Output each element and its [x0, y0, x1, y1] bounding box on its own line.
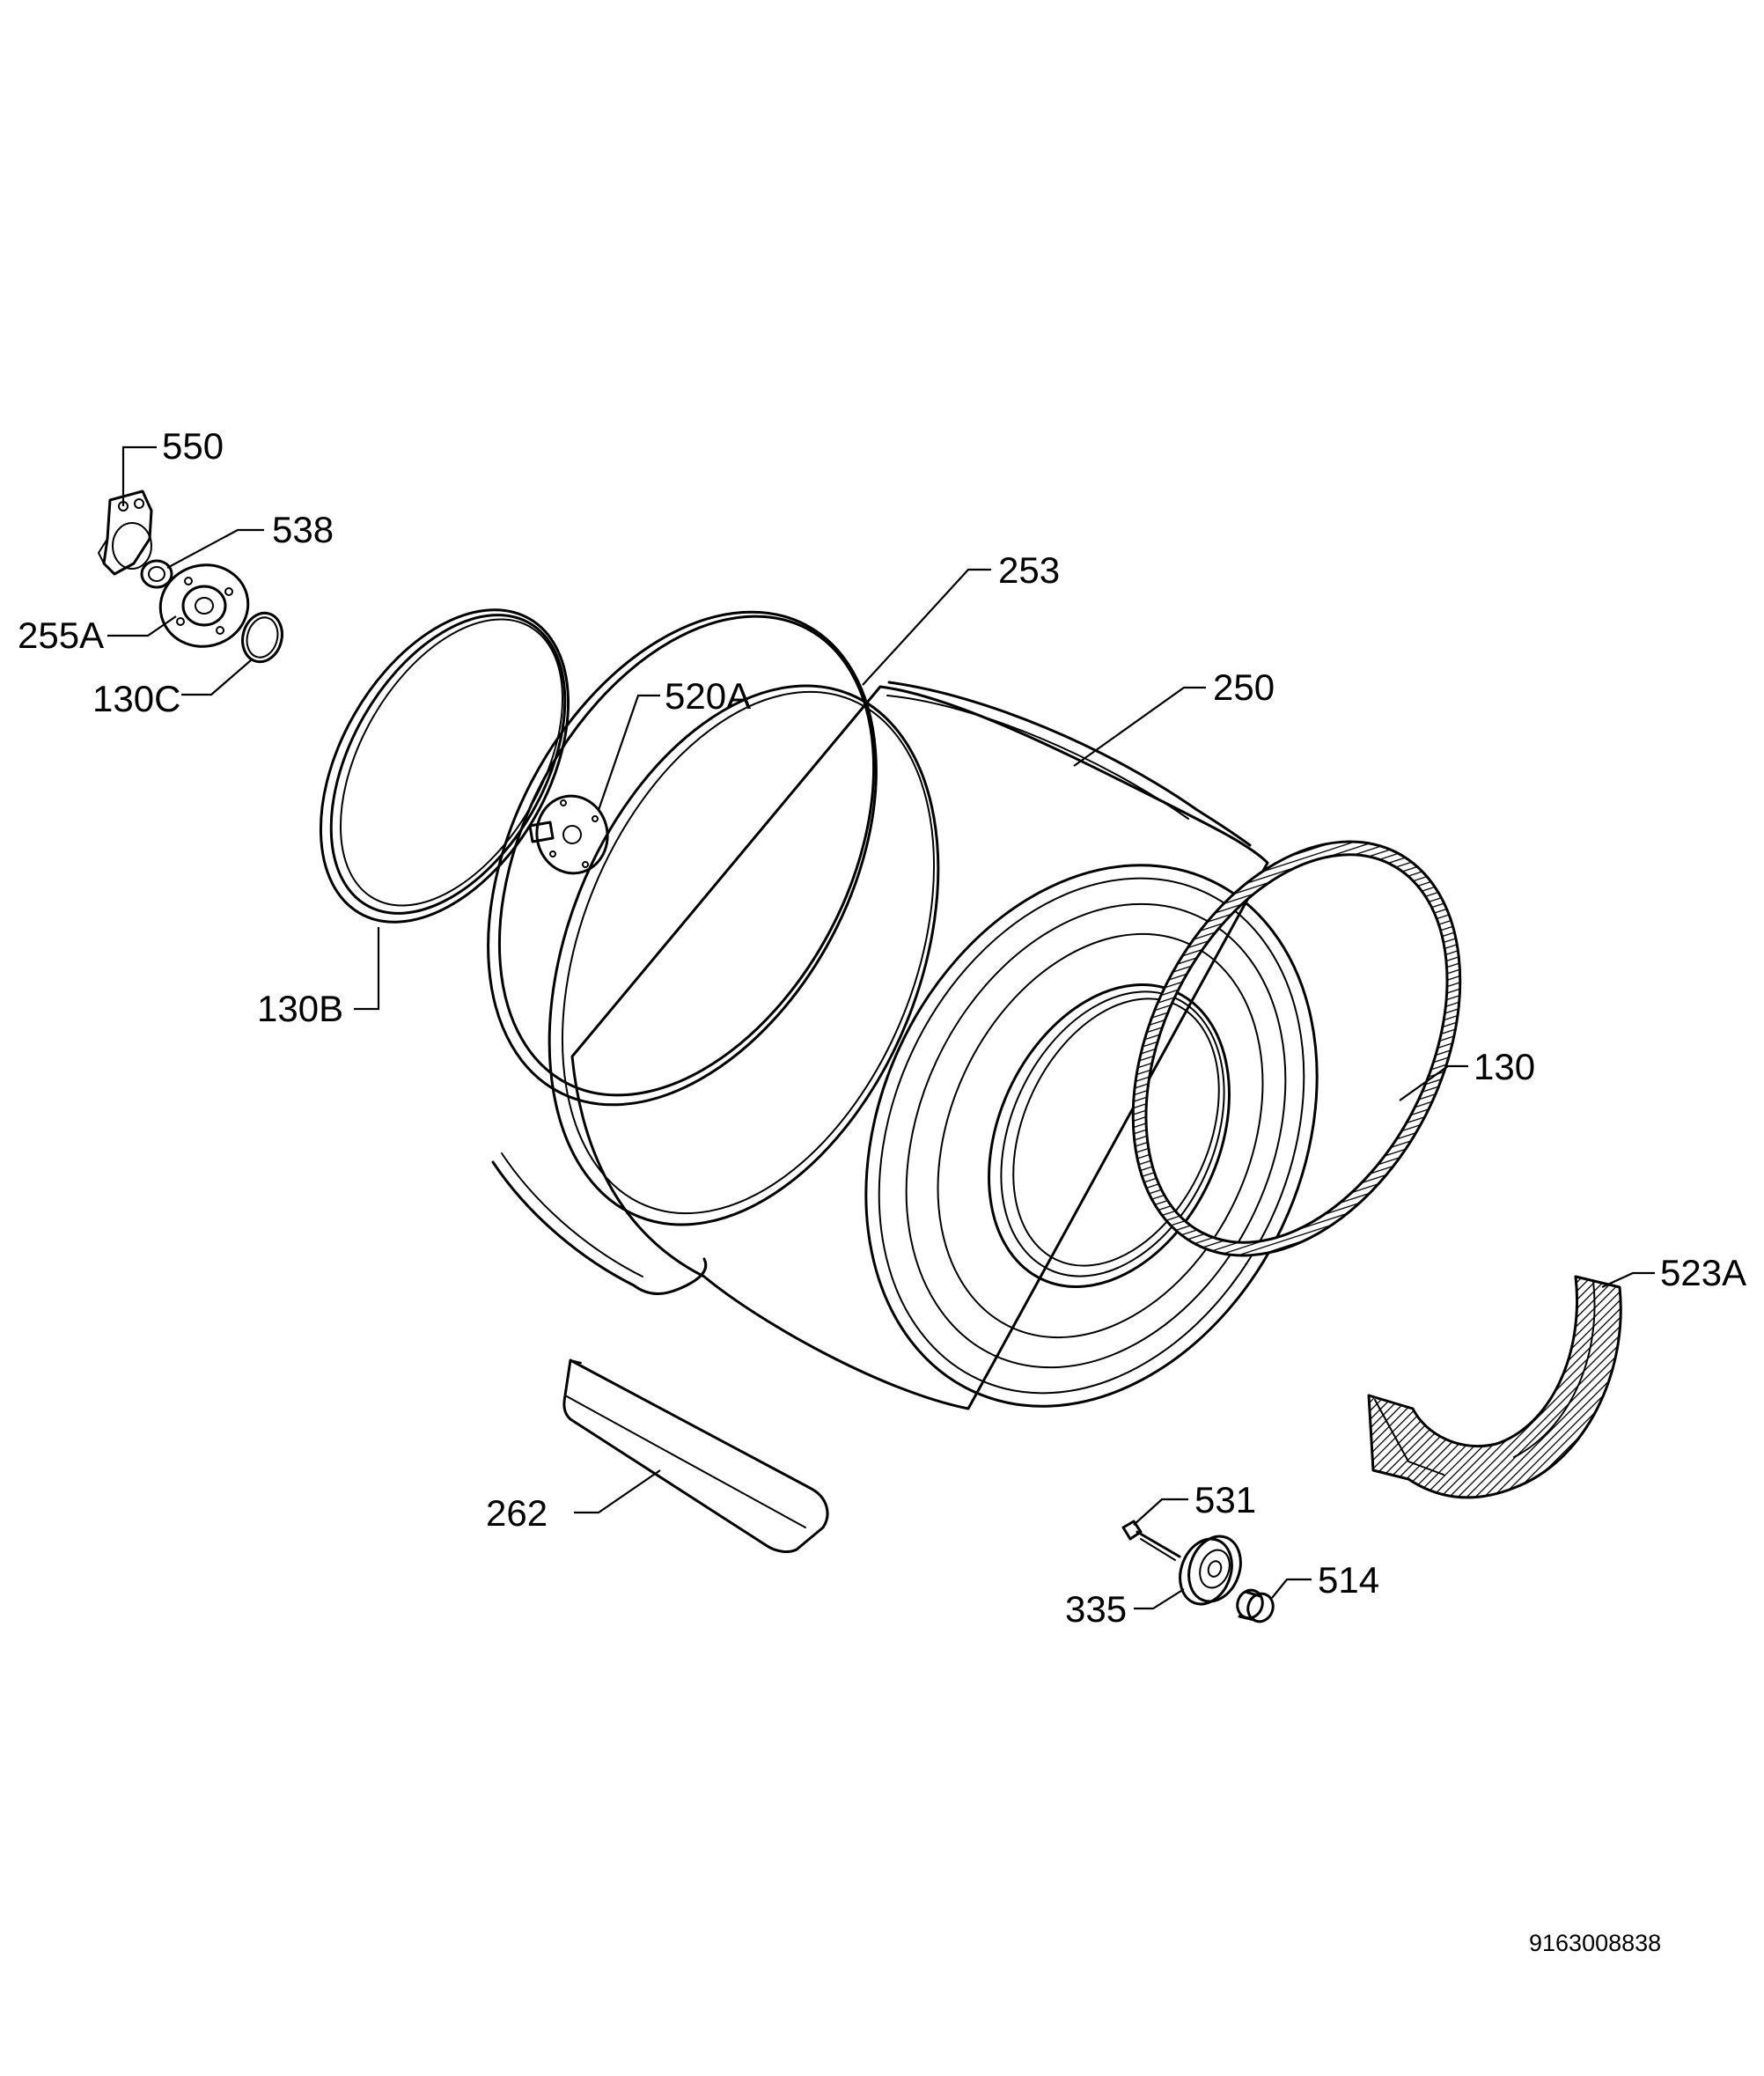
leader-550 — [121, 445, 157, 506]
label-250: 250 — [1213, 666, 1275, 708]
seal-ring-130C — [241, 611, 283, 664]
bracket-550 — [98, 490, 153, 576]
label-335: 335 — [1065, 1588, 1127, 1630]
ring-538 — [140, 559, 173, 589]
label-253: 253 — [998, 549, 1060, 591]
label-255A: 255A — [18, 615, 104, 656]
part-labels: 550 538 255A 130C 253 520A 250 130B 130 … — [18, 425, 1746, 1630]
leader-523A — [1601, 1271, 1655, 1289]
leader-253 — [862, 568, 991, 686]
label-130: 130 — [1474, 1046, 1535, 1087]
roller-335 — [1179, 1535, 1242, 1606]
leader-130 — [1399, 1064, 1468, 1101]
leader-514 — [1271, 1578, 1312, 1599]
label-523A: 523A — [1660, 1252, 1746, 1293]
seal-segment-523A — [1367, 1275, 1622, 1499]
label-130B: 130B — [257, 988, 343, 1029]
label-531: 531 — [1194, 1479, 1256, 1520]
label-520A: 520A — [665, 675, 751, 717]
leader-262 — [574, 1469, 661, 1514]
leader-531 — [1133, 1498, 1188, 1526]
label-262: 262 — [486, 1492, 548, 1534]
leader-lines — [107, 445, 1655, 1610]
hub-255A — [158, 563, 250, 648]
label-550: 550 — [162, 425, 224, 467]
seal-130B — [319, 608, 570, 924]
leader-255A — [107, 615, 177, 637]
bushing-514 — [1236, 1588, 1275, 1623]
leader-538 — [166, 528, 264, 569]
leader-130C — [181, 659, 252, 696]
screw-531 — [1121, 1520, 1181, 1561]
flange-520A — [528, 794, 609, 875]
label-514: 514 — [1318, 1559, 1379, 1601]
leader-250 — [1073, 686, 1206, 767]
leader-130B — [354, 927, 380, 1011]
label-538: 538 — [272, 509, 334, 550]
seal-130 — [1131, 840, 1462, 1257]
drum-250 — [491, 681, 1319, 1410]
leader-335 — [1134, 1588, 1185, 1610]
baffle-262 — [562, 1358, 829, 1553]
document-number: 9163008838 — [1529, 1930, 1661, 1956]
leader-520A — [597, 694, 660, 811]
label-130C: 130C — [92, 678, 180, 719]
